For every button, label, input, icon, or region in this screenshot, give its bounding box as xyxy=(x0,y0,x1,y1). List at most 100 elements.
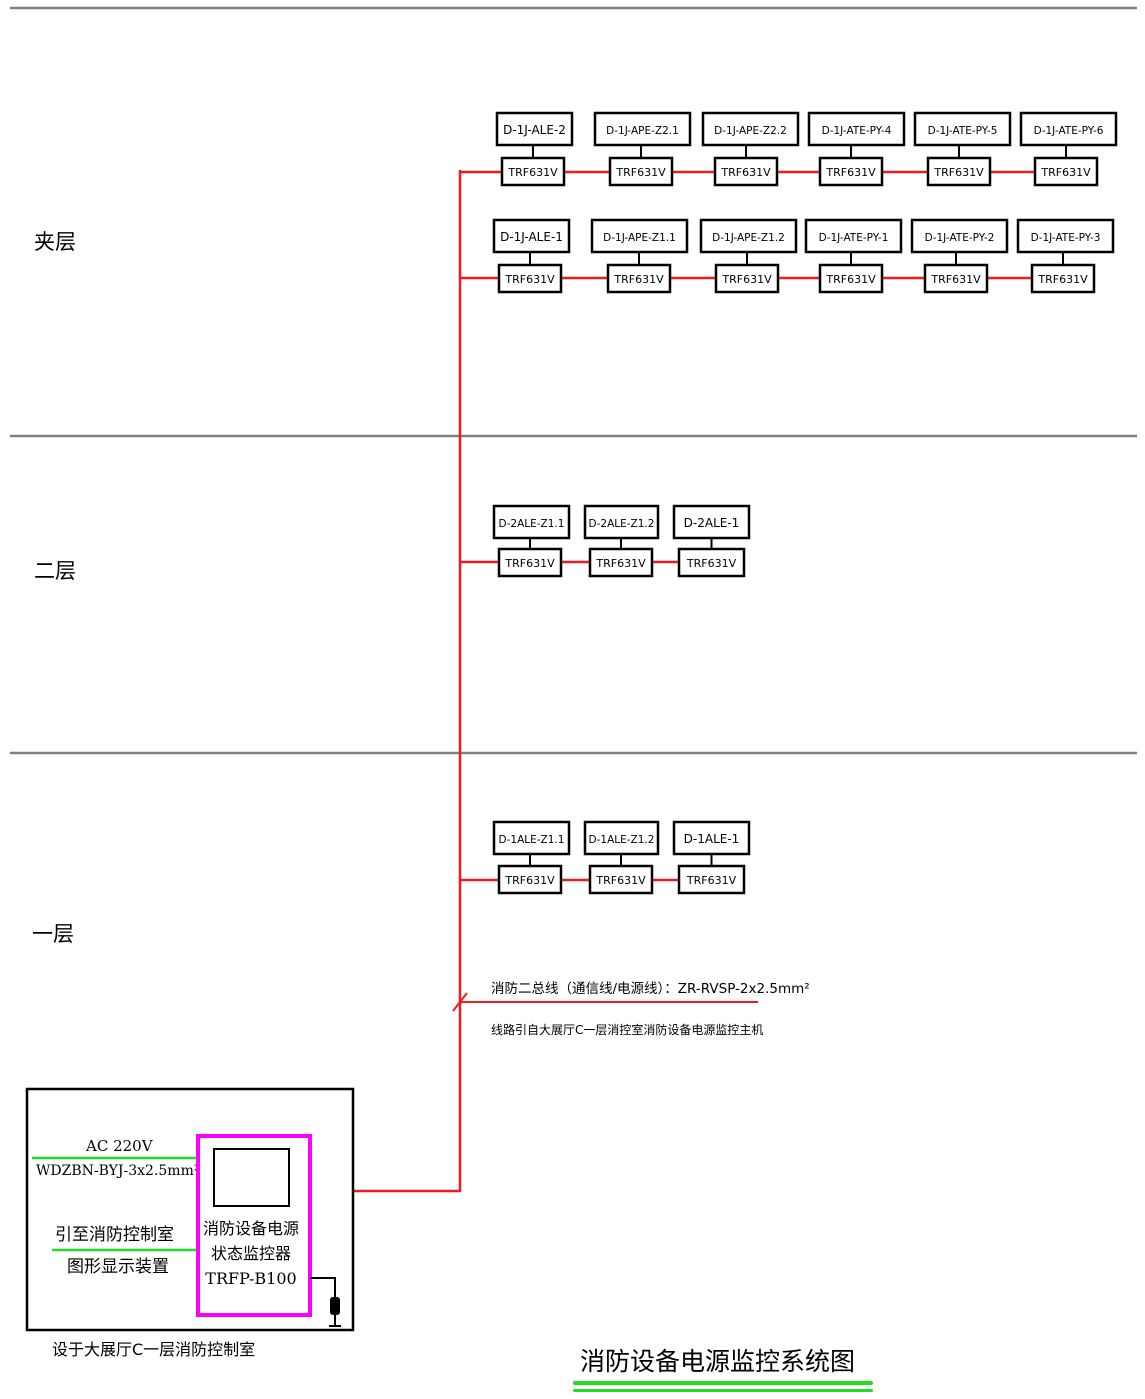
control-room-box xyxy=(25,1087,355,1332)
monitor-module-label: TRF631V xyxy=(933,166,984,179)
distribution-board-label: D-2ALE-Z1.2 xyxy=(589,518,655,530)
bus-cable-label: 消防二总线（通信线/电源线）：ZR-RVSP-2x2.5mm² xyxy=(491,981,810,997)
equipment-rows: D-1J-ALE-2TRF631VD-1J-APE-Z2.1TRF631VD-1… xyxy=(460,111,1118,895)
monitor-module-label: TRF631V xyxy=(504,273,555,286)
distribution-board-box xyxy=(804,218,903,254)
monitor-module-box xyxy=(606,263,672,294)
distribution-board-label: D-1J-ALE-2 xyxy=(503,123,566,137)
monitor-module-label: TRF631V xyxy=(825,273,876,286)
monitor-module-box xyxy=(818,156,884,187)
monitor-module-box xyxy=(713,156,779,187)
distribution-board-label: D-1J-APE-Z1.2 xyxy=(712,232,785,244)
power-cable-label: WDZBN-BYJ-3x2.5mm² xyxy=(36,1163,199,1179)
distribution-board-box xyxy=(492,820,571,856)
monitor-module-box xyxy=(497,263,563,294)
monitor-module-label: TRF631V xyxy=(1037,273,1088,286)
control-room-location: 设于大展厅C一层消防控制室 xyxy=(52,1340,255,1359)
distribution-board-label: D-2ALE-1 xyxy=(684,516,740,530)
monitor-module-label: TRF631V xyxy=(686,557,737,570)
distribution-board-box xyxy=(593,111,692,147)
monitor-module-box xyxy=(608,156,674,187)
monitor-module-box xyxy=(714,263,780,294)
monitor-module-label: TRF631V xyxy=(1040,166,1091,179)
distribution-board-box xyxy=(492,218,571,254)
distribution-board-box xyxy=(492,504,571,540)
title-underline-2 xyxy=(573,1389,873,1392)
monitor-module-box xyxy=(500,156,566,187)
distribution-board-label: D-1J-ATE-PY-6 xyxy=(1034,125,1104,137)
monitor-module-box xyxy=(497,547,563,578)
monitor-module-label: TRF631V xyxy=(686,874,737,887)
monitor-module-box xyxy=(926,156,992,187)
monitor-name-line-2: 状态监控器 xyxy=(211,1244,291,1263)
distribution-board-label: D-1J-ATE-PY-3 xyxy=(1031,232,1101,244)
monitor-module-label: TRF631V xyxy=(504,874,555,887)
monitor-module-label: TRF631V xyxy=(613,273,664,286)
monitor-module-label: TRF631V xyxy=(595,557,646,570)
monitor-module-box xyxy=(588,547,654,578)
monitor-name-line-1: 消防设备电源 xyxy=(203,1219,299,1238)
floor-label-mezzanine: 夹层 xyxy=(34,230,76,254)
monitor-module-box xyxy=(497,864,563,895)
monitor-screen xyxy=(213,1148,290,1207)
monitor-module-label: TRF631V xyxy=(930,273,981,286)
monitor-module-box xyxy=(923,263,989,294)
title-underline xyxy=(573,1381,873,1385)
distribution-board-label: D-1J-ATE-PY-4 xyxy=(822,125,892,137)
distribution-board-box xyxy=(913,111,1012,147)
monitor-module-label: TRF631V xyxy=(720,166,771,179)
distribution-board-label: D-1J-ATE-PY-1 xyxy=(819,232,889,244)
distribution-board-label: D-1J-APE-Z2.2 xyxy=(714,125,787,137)
distribution-board-box xyxy=(590,218,689,254)
distribution-board-box xyxy=(672,504,751,540)
distribution-board-box xyxy=(583,820,660,856)
distribution-board-box xyxy=(495,111,574,147)
distribution-board-box xyxy=(699,218,798,254)
display-link-label-1: 引至消防控制室 xyxy=(55,1225,174,1245)
monitor-module-box xyxy=(677,864,746,895)
distribution-board-label: D-1J-APE-Z1.1 xyxy=(603,232,676,244)
distribution-board-label: D-1J-APE-Z2.1 xyxy=(606,125,679,137)
monitor-module-label: TRF631V xyxy=(825,166,876,179)
ground-terminal-icon xyxy=(330,1297,340,1315)
floor-label-first: 一层 xyxy=(32,922,74,946)
distribution-board-label: D-1J-ATE-PY-5 xyxy=(928,125,998,137)
monitor-module-label: TRF631V xyxy=(507,166,558,179)
monitor-module-label: TRF631V xyxy=(595,874,646,887)
distribution-board-label: D-1ALE-1 xyxy=(684,832,740,846)
monitor-model: TRFP-B100 xyxy=(205,1269,296,1288)
distribution-board-label: D-1ALE-Z1.1 xyxy=(499,834,565,846)
distribution-board-box xyxy=(583,504,660,540)
bus-tick-mark xyxy=(452,992,468,1012)
monitor-module-label: TRF631V xyxy=(721,273,772,286)
ground-lead xyxy=(310,1277,336,1298)
distribution-board-box xyxy=(910,218,1009,254)
distribution-board-label: D-1J-ALE-1 xyxy=(500,230,563,244)
ac-power-label: AC 220V xyxy=(85,1137,154,1155)
monitor-module-box xyxy=(677,547,746,578)
drawing-title: 消防设备电源监控系统图 xyxy=(580,1347,855,1376)
monitor-module-box xyxy=(1033,156,1099,187)
distribution-board-label: D-2ALE-Z1.1 xyxy=(499,518,565,530)
distribution-board-label: D-1J-ATE-PY-2 xyxy=(925,232,995,244)
monitor-module-box xyxy=(1030,263,1096,294)
monitor-module-label: TRF631V xyxy=(504,557,555,570)
monitor-unit-frame xyxy=(196,1134,312,1317)
monitor-module-label: TRF631V xyxy=(615,166,666,179)
distribution-board-label: D-1ALE-Z1.2 xyxy=(589,834,655,846)
distribution-board-box xyxy=(1019,111,1118,147)
bus-source-note: 线路引自大展厅C一层消控室消防设备电源监控主机 xyxy=(491,1022,763,1037)
display-link-label-2: 图形显示装置 xyxy=(67,1257,169,1277)
distribution-board-box xyxy=(701,111,800,147)
distribution-board-box xyxy=(672,820,751,856)
floor-label-second: 二层 xyxy=(34,559,76,583)
monitor-module-box xyxy=(818,263,884,294)
distribution-board-box xyxy=(1016,218,1115,254)
distribution-board-box xyxy=(807,111,906,147)
monitor-module-box xyxy=(588,864,654,895)
